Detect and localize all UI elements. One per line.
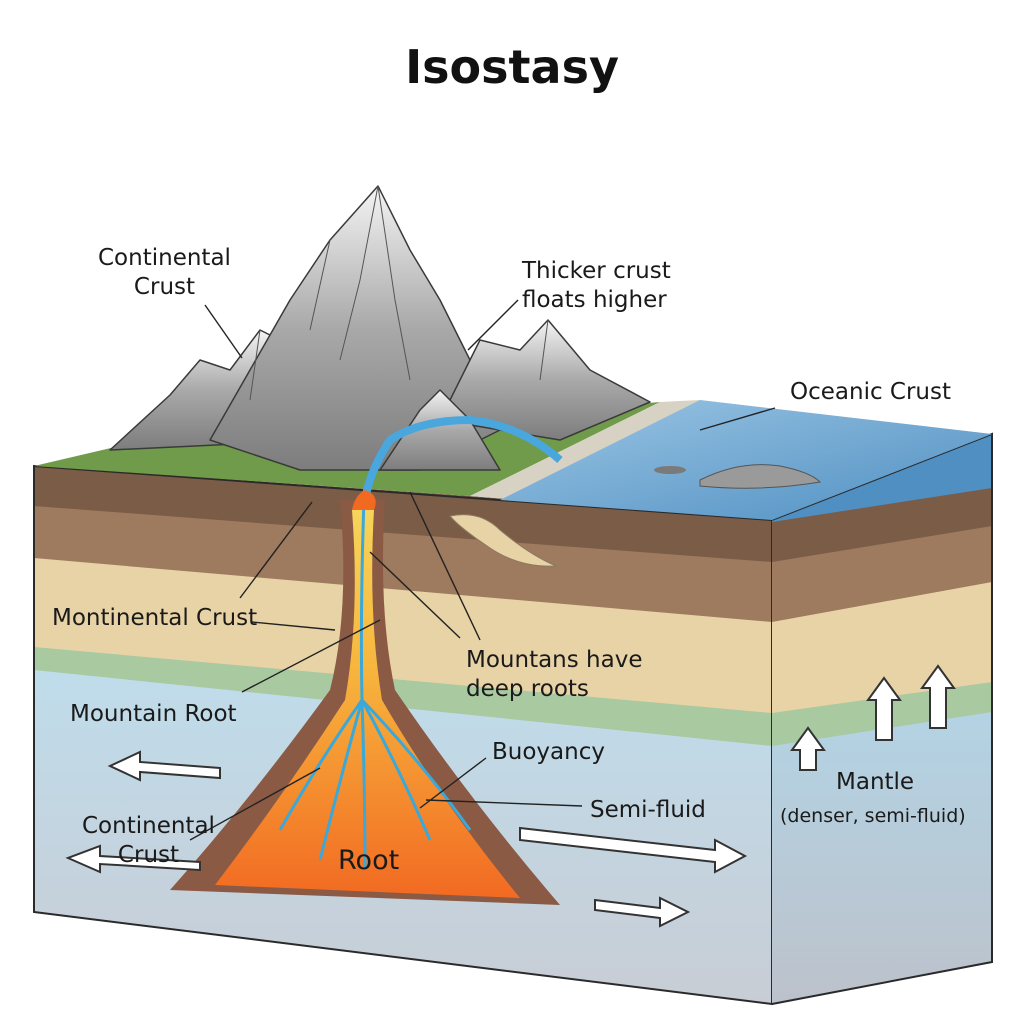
mountain-front — [379, 389, 501, 471]
mountain-range — [109, 185, 651, 471]
label-mountains-deep-roots-text: Mountans have deep roots — [466, 647, 643, 702]
flow-arrows — [65, 750, 748, 928]
label-continental-crust-top: Continental Crust — [98, 244, 231, 302]
magma-conduit — [352, 490, 376, 510]
label-mountains-deep-roots: Mountans have deep roots — [466, 646, 643, 704]
beach — [470, 400, 700, 500]
root-veins — [278, 469, 472, 871]
ocean-top — [500, 400, 992, 520]
side-face — [771, 432, 993, 1005]
label-thicker-crust-text: Thicker crust floats higher — [522, 258, 671, 313]
mantle-side — [772, 710, 992, 1004]
label-thicker-crust: Thicker crust floats higher — [522, 257, 671, 315]
leader-lines — [189, 299, 776, 841]
sand-spit — [449, 514, 557, 567]
soil-dark-front — [34, 466, 772, 562]
label-oceanic-crust: Oceanic Crust — [790, 379, 952, 405]
label-buoyancy: Buoyancy — [492, 739, 605, 765]
label-continental-crust-bottom: Continental Crust — [82, 812, 215, 870]
diagram-title: Isostasy — [405, 40, 619, 94]
label-root: Root — [338, 845, 400, 876]
river — [361, 415, 563, 501]
label-mantle-note: (denser, semi-fluid) — [780, 805, 966, 827]
label-continental-crust-top-text: Continental Crust — [98, 245, 231, 300]
label-mantle: Mantle — [836, 769, 915, 795]
green-layer-front — [34, 646, 772, 746]
uplift-arrows — [790, 664, 956, 771]
label-semi-fluid: Semi-fluid — [590, 797, 706, 823]
island — [699, 464, 822, 489]
label-mountain-root: Mountain Root — [70, 701, 237, 727]
soil-mid-front — [34, 504, 772, 622]
mountain-right — [439, 319, 651, 441]
label-montinental-crust: Montinental Crust — [52, 605, 258, 631]
sand-layer-front — [34, 556, 772, 713]
front-face — [33, 464, 773, 1006]
label-continental-crust-bottom-text: Continental Crust — [82, 813, 215, 868]
